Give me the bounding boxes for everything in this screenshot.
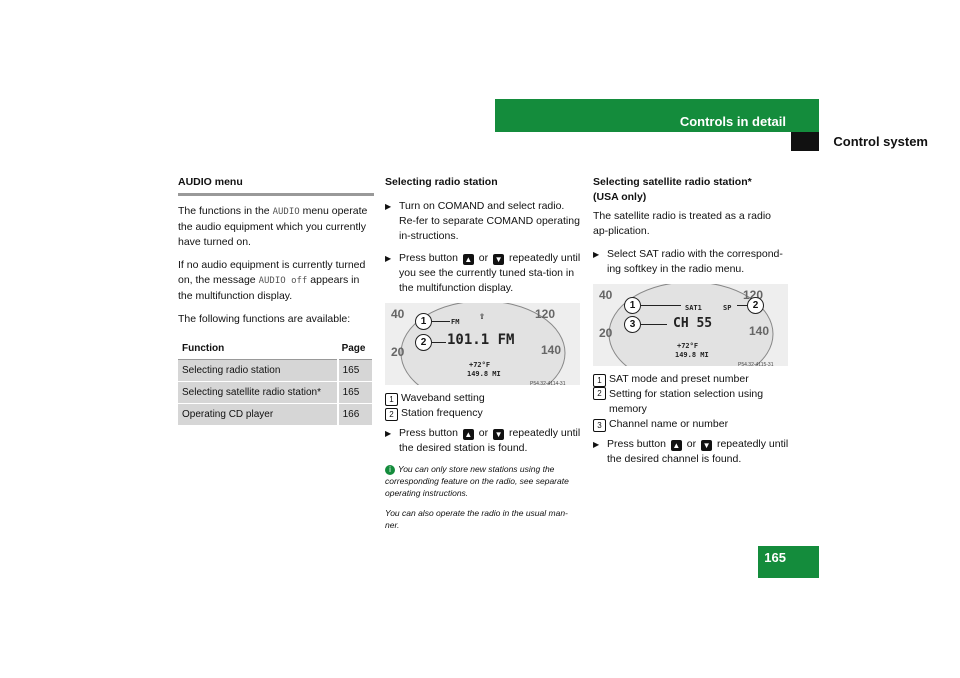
- arrow-up-icon: ⇧: [479, 311, 486, 322]
- section-heading: Selecting radio station: [385, 176, 498, 188]
- page-title: Controls in detail: [679, 114, 786, 129]
- display-button-down-icon: ▼: [493, 254, 505, 265]
- display-button-up-icon: ▲: [670, 440, 682, 451]
- page-number: 165: [764, 550, 786, 565]
- paragraph: The functions in the AUDIO menu operate …: [178, 205, 368, 248]
- display-button-up-icon: ▲: [462, 429, 474, 440]
- section-heading: Selecting satellite radio station*: [593, 176, 752, 188]
- info-note: You can also operate the radio in the us…: [385, 508, 568, 530]
- channel-text: CH 55: [673, 316, 713, 331]
- info-icon: i: [385, 465, 395, 475]
- callout-1: 1: [415, 313, 432, 330]
- paragraph: The following functions are available:: [178, 313, 351, 325]
- instruction-step: Turn on COMAND and select radio. Re-fer …: [385, 199, 581, 244]
- function-table: Function Page Selecting radio station 16…: [178, 337, 372, 426]
- page-number-box: 165: [758, 546, 819, 578]
- radio-display-figure: 40 20 120 140 1 2 FM ⇧ 101.1 FM +72°F 14…: [385, 303, 580, 385]
- section-heading: AUDIO menu: [178, 176, 243, 188]
- column-satellite-radio: Selecting satellite radio station* (USA …: [593, 175, 789, 474]
- page-subtitle: Control system: [833, 134, 928, 149]
- display-button-down-icon: ▼: [701, 440, 713, 451]
- temperature-text: +72°F: [469, 361, 491, 369]
- display-button-down-icon: ▼: [493, 429, 505, 440]
- figure-code: P54.32-4115-31: [738, 362, 774, 366]
- callout-2: 2: [747, 297, 764, 314]
- callout-1: 1: [624, 297, 641, 314]
- table-row: Selecting radio station 165: [178, 359, 372, 382]
- memory-setting-text: SP: [723, 304, 732, 312]
- instruction-step: Press button ▲ or ▼ repeatedly until the…: [593, 437, 789, 467]
- odometer-text: 149.8 MI: [675, 351, 709, 359]
- instruction-step: Press button ▲ or ▼ repeatedly until you…: [385, 251, 581, 296]
- paragraph: The satellite radio is treated as a radi…: [593, 210, 772, 237]
- waveband-text: FM: [451, 318, 460, 326]
- instruction-step: Select SAT radio with the correspond-ing…: [593, 247, 789, 277]
- header-marker: [791, 132, 819, 151]
- satellite-display-figure: 40 20 120 140 1 2 3 SAT1 SP CH 55 +72°F …: [593, 284, 788, 366]
- station-frequency-text: 101.1 FM: [447, 332, 515, 348]
- table-row: Selecting satellite radio station* 165: [178, 381, 372, 404]
- section-heading-sub: (USA only): [593, 191, 647, 203]
- paragraph: If no audio equipment is currently turne…: [178, 259, 366, 302]
- figure-code: P54.32-4114-31: [530, 381, 566, 385]
- table-row: Operating CD player 166: [178, 403, 372, 426]
- instruction-step: Press button ▲ or ▼ repeatedly until the…: [385, 426, 581, 456]
- column-audio-menu: AUDIO menu The functions in the AUDIO me…: [178, 175, 374, 426]
- heading-rule: [178, 193, 374, 196]
- speedometer-graphic: [608, 284, 774, 366]
- table-header-row: Function Page: [178, 337, 372, 360]
- column-radio: Selecting radio station Turn on COMAND a…: [385, 175, 581, 539]
- odometer-text: 149.8 MI: [467, 370, 501, 378]
- callout-3: 3: [624, 316, 641, 333]
- display-button-up-icon: ▲: [462, 254, 474, 265]
- header-band: Controls in detail: [495, 99, 819, 132]
- sat-mode-text: SAT1: [685, 304, 702, 312]
- callout-2: 2: [415, 334, 432, 351]
- temperature-text: +72°F: [677, 342, 699, 350]
- speedometer-graphic: [400, 303, 566, 385]
